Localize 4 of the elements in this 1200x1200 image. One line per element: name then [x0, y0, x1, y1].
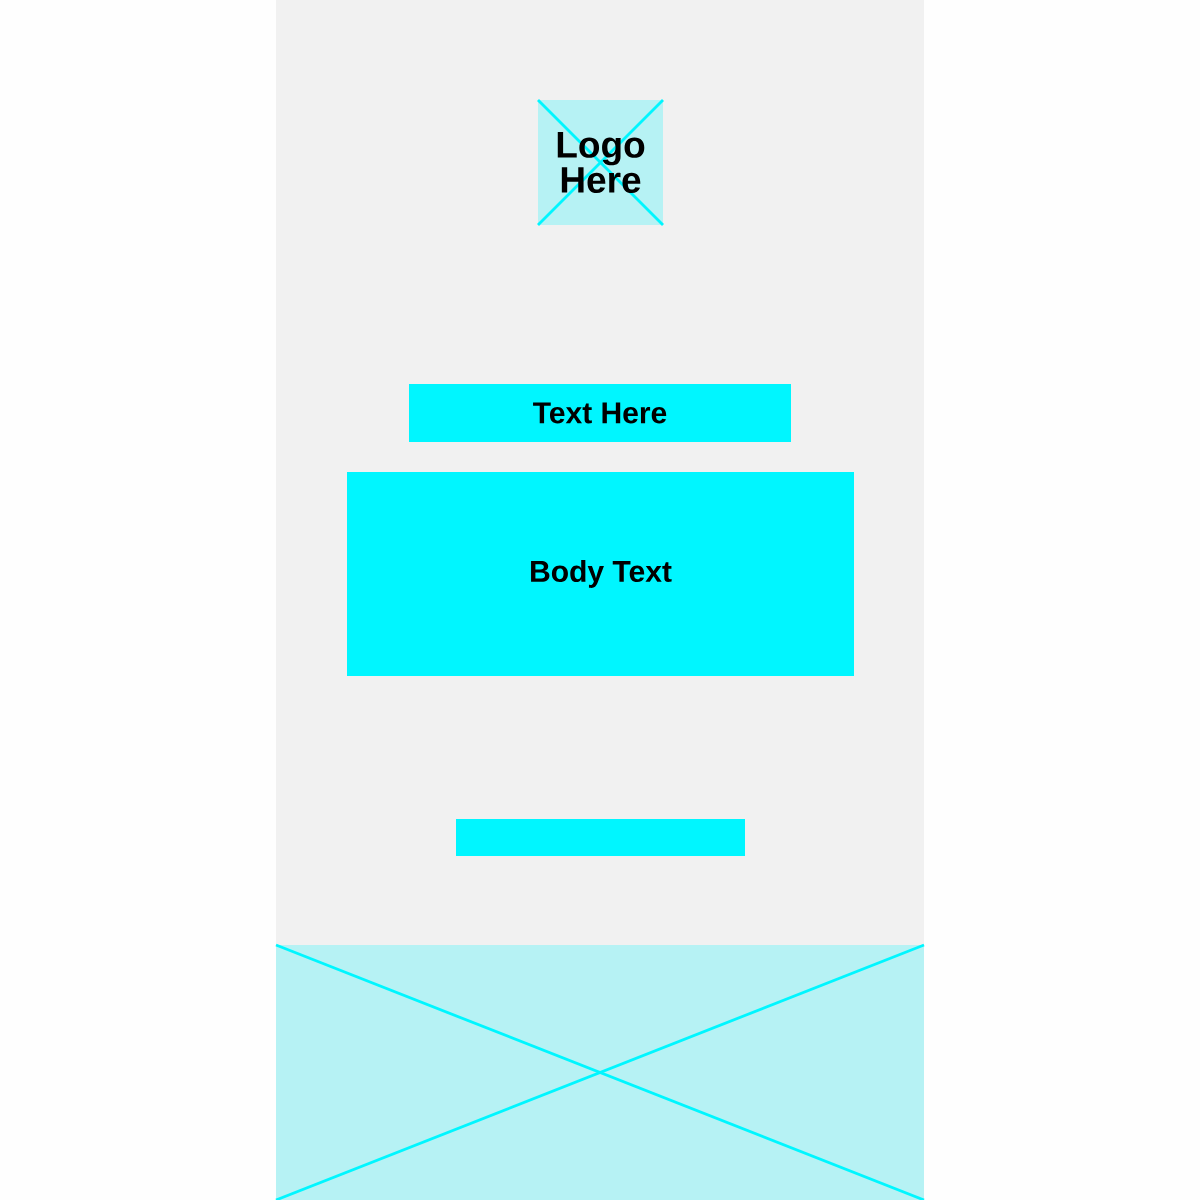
image-placeholder — [275, 943, 925, 1200]
heading-box: Text Here — [409, 384, 791, 442]
button-bar — [456, 819, 745, 856]
body-text-box: Body Text — [347, 472, 854, 676]
